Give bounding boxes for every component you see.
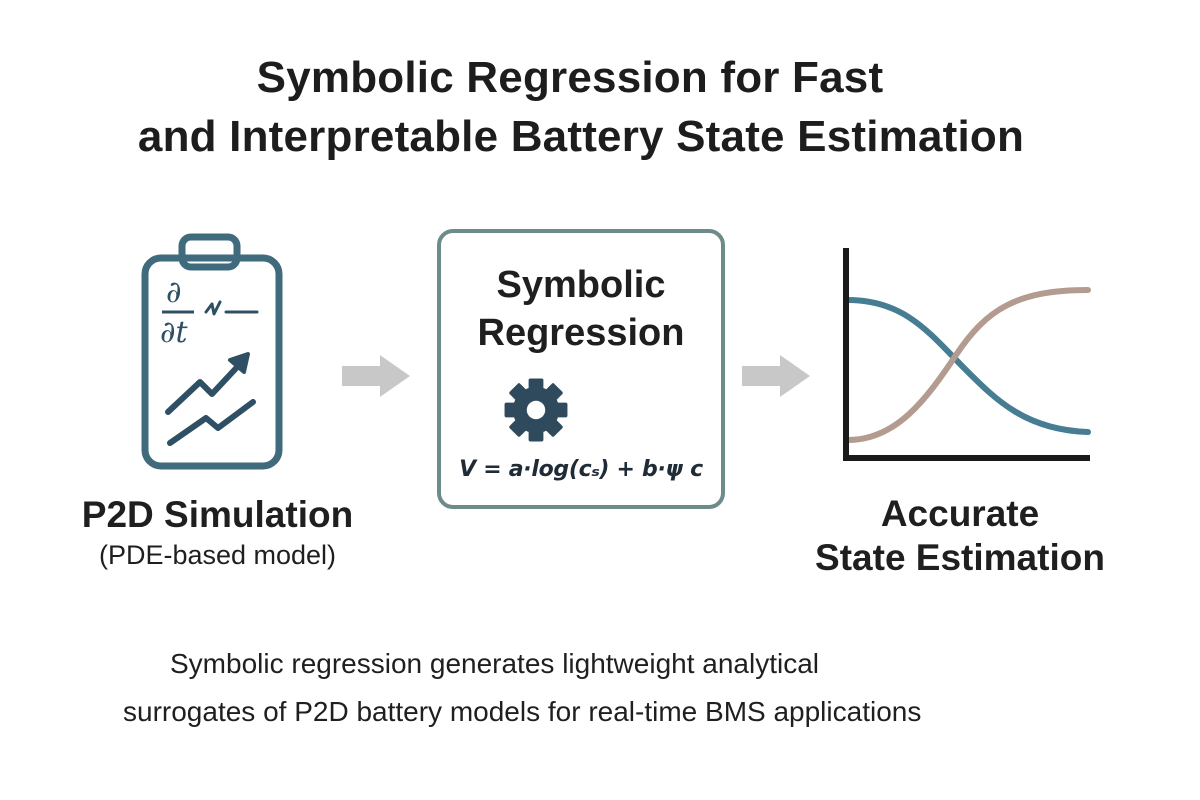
summary-line-2: surrogates of P2D battery models for rea… [123, 696, 922, 727]
state-estimation-panel: Accurate State Estimation [800, 240, 1120, 590]
line-chart-icon [843, 248, 1091, 461]
trend-line-icon [167, 399, 256, 446]
pde-model-sublabel: (PDE-based model) [98, 540, 337, 570]
symbolic-regression-box: Symbolic Regression V = a·log(cₛ) + b·ψ … [437, 229, 725, 509]
center-title-line-1: Symbolic [496, 264, 666, 306]
signal-symbol [204, 300, 259, 316]
diagram-title-line-1: Symbolic Regression for Fast [256, 53, 884, 102]
right-label-line-1: Accurate [880, 493, 1040, 534]
right-label-line-2: State Estimation [815, 537, 1105, 578]
p2d-simulation-panel: ∂ ∂t P2D Simulation (PDE-based model) [60, 230, 390, 590]
chart-axes [843, 248, 1090, 461]
regression-formula: V = a·log(cₛ) + b·ψ c [459, 457, 703, 482]
p2d-simulation-label: P2D Simulation [81, 494, 354, 535]
diagram-title-line-2: and Interpretable Battery State Estimati… [137, 112, 1025, 161]
center-title-line-2: Regression [477, 312, 685, 354]
partial-derivative-symbol: ∂ ∂t [160, 275, 194, 350]
gear-icon [504, 378, 568, 442]
svg-text:∂: ∂ [166, 275, 182, 310]
svg-text:∂t: ∂t [160, 315, 189, 350]
increasing-curve [845, 287, 1091, 443]
symbolic-regression-title: Symbolic Regression [441, 261, 721, 357]
battery-icon: ∂ ∂t [141, 233, 283, 470]
summary-line-1: Symbolic regression generates lightweigh… [170, 648, 820, 679]
arrow-right-icon [742, 355, 810, 397]
trend-arrow-icon [165, 352, 250, 415]
decreasing-curve [845, 297, 1091, 435]
arrow-right-icon [342, 355, 410, 397]
